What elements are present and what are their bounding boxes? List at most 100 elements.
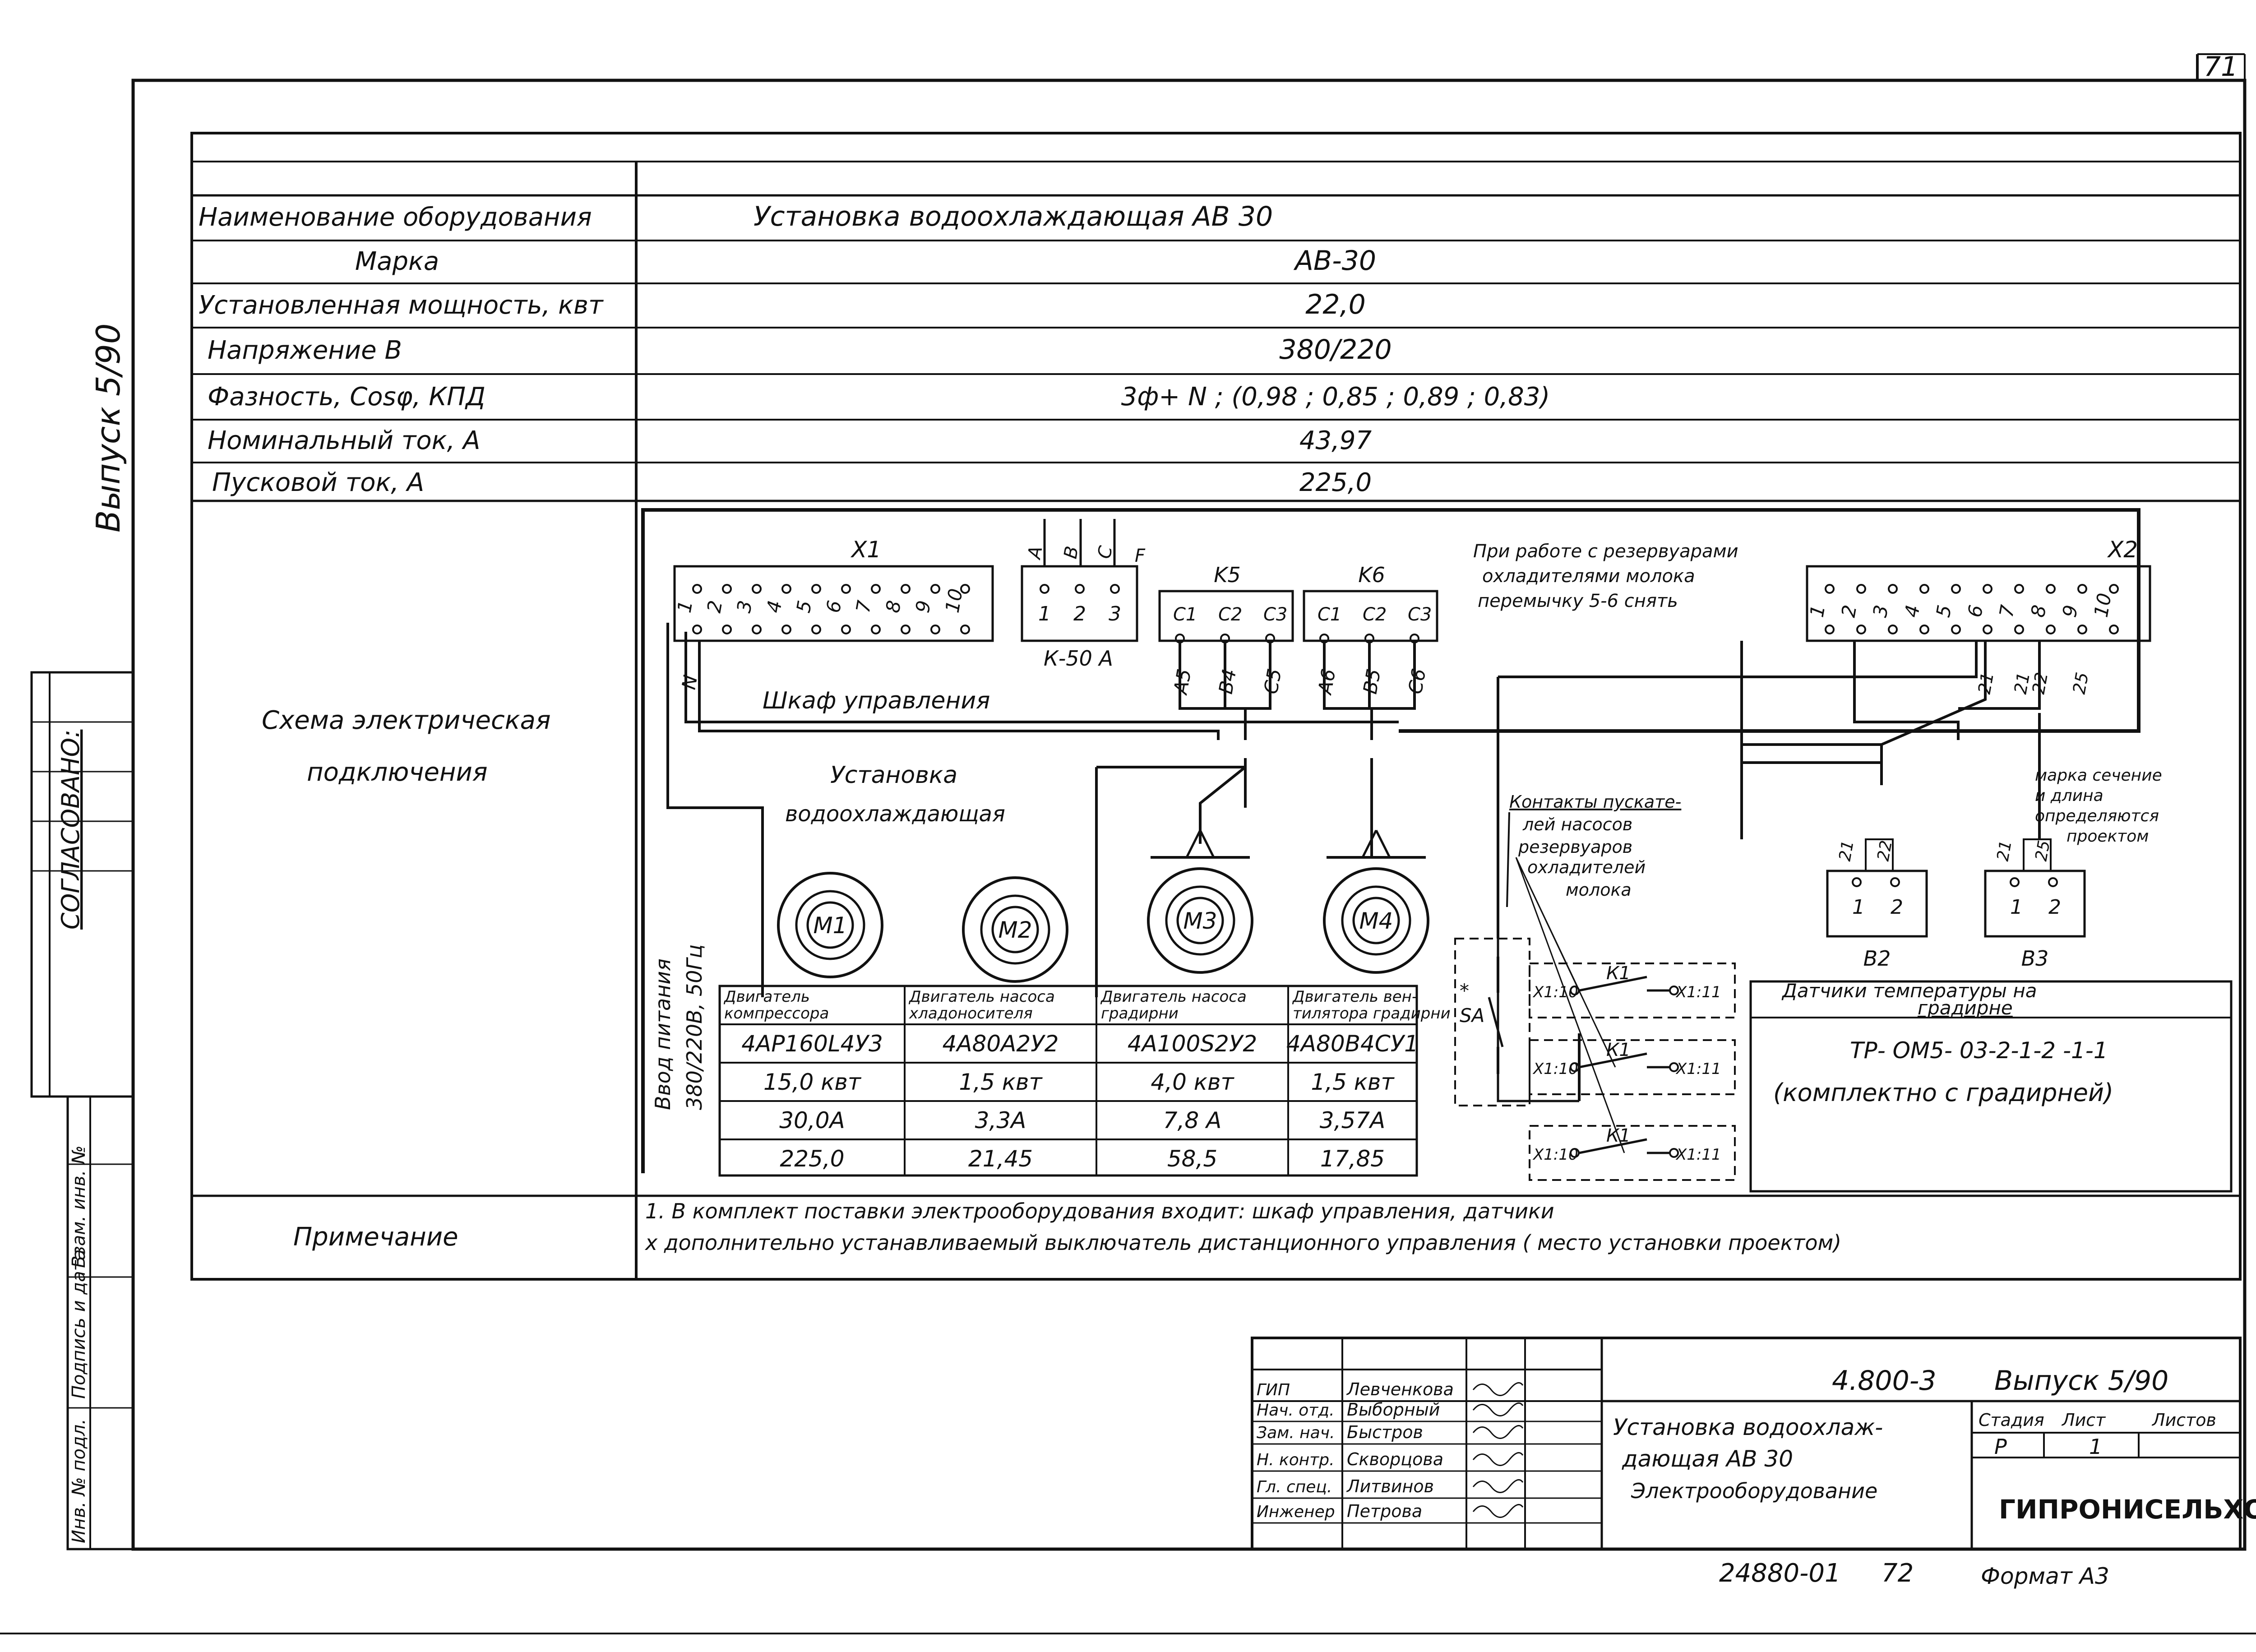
doc-title-2: дающая АВ 30 — [1622, 1446, 1793, 1472]
signature-4 — [1472, 1452, 1524, 1466]
terminal-x2 — [1806, 565, 2151, 642]
motor-header-2-line2: хладоносителя — [909, 1004, 1033, 1023]
x2-pin-5: 5 — [1932, 603, 1956, 619]
x1-pin-3: 3 — [733, 599, 757, 615]
motor-М3-outer — [1147, 867, 1253, 974]
staff-name-3: Быстров — [1347, 1422, 1423, 1442]
sheet-value: 1 — [2089, 1435, 2102, 1459]
motor-cell-1-1: 4АР160L4У3 — [741, 1031, 883, 1057]
k6-wire-В5: В5 — [1359, 667, 1385, 696]
k50-phase-С: С — [1094, 544, 1117, 560]
motor-cell-3-4: 3,57А — [1320, 1107, 1386, 1134]
power-input-1: Ввод питания — [651, 958, 675, 1110]
k5-pin-2: С2 — [1218, 604, 1242, 625]
row-label-4: Фазность, Cosφ, КПД — [208, 382, 485, 412]
staff-name-2: Выборный — [1347, 1400, 1440, 1420]
brand-note-4: проектом — [2066, 827, 2149, 846]
k50-phase-F: F — [1135, 546, 1146, 566]
x1-pin-6: 6 — [822, 599, 846, 615]
motor-header-1-line1: Двигатель — [723, 988, 810, 1006]
doc-title-1: Установка водоохлаж- — [1613, 1414, 1883, 1440]
k6-wire-С6: С6 — [1404, 667, 1430, 696]
unit-label-2: водоохлаждающая — [785, 801, 1005, 827]
page-number: 71 — [2204, 51, 2238, 83]
x1-pin-5: 5 — [792, 599, 816, 615]
staff-role-1: ГИП — [1257, 1381, 1290, 1399]
schema-label-2: подключения — [307, 758, 488, 787]
staff-name-6: Петрова — [1347, 1501, 1422, 1521]
signature-2 — [1472, 1402, 1524, 1416]
motor-header-2-line1: Двигатель насоса — [908, 988, 1055, 1006]
motor-header-4-line2: тилятора градирни — [1293, 1004, 1451, 1023]
staff-role-4: Н. контр. — [1257, 1451, 1335, 1469]
x1-pin-9: 9 — [911, 599, 935, 615]
terminal-x1 — [673, 565, 994, 642]
staff-role-2: Нач. отд. — [1257, 1401, 1335, 1420]
k50-pin-2: 2 — [1073, 602, 1086, 625]
x2-pin-2: 2 — [1837, 603, 1861, 619]
motor-cell-2-3: 4,0 квт — [1151, 1069, 1234, 1095]
bottom-code: 24880-01 — [1719, 1559, 1841, 1588]
organization: ГИПРОНИСЕЛЬХОЗ — [1999, 1494, 2256, 1525]
x1-pin-10: 10 — [941, 587, 967, 615]
k50-pin-3: 3 — [1109, 602, 1121, 625]
temp-sensor-title-1: Датчики температуры на — [1781, 980, 2037, 1002]
side-field-replace: Взам. инв. № — [69, 1145, 89, 1268]
schema-label-1: Схема электрическая — [262, 706, 551, 735]
k5-wire-С5: С5 — [1260, 667, 1286, 696]
temp-sensor-model: ТР- ОМ5- 03-2-1-2 -1-1 — [1850, 1037, 2108, 1064]
k6-pin-2: С2 — [1363, 604, 1387, 625]
x2-wire-1: 21 — [1974, 671, 1998, 695]
motor-М4-label: М4 — [1359, 908, 1393, 934]
x2-label: X2 — [2107, 537, 2138, 563]
x2-pin-1: 1 — [1806, 603, 1830, 619]
motor-cell-1-4: 4А80В4СУ1 — [1286, 1031, 1419, 1057]
motor-cell-3-3: 7,8 А — [1163, 1107, 1222, 1134]
signature-1 — [1472, 1382, 1524, 1396]
k5-pin-1: С1 — [1173, 604, 1197, 625]
row-value-2: 22,0 — [1305, 289, 1366, 320]
motor-header-4-line1: Двигатель вен- — [1292, 988, 1417, 1006]
motor-cell-2-2: 1,5 квт — [959, 1069, 1043, 1095]
row-value-1: АВ-30 — [1293, 245, 1376, 277]
side-stamp: Выпуск 5/90 СОГЛАСОВАНО: Инв. № подл. По… — [30, 323, 134, 1550]
note-label: Примечание — [293, 1222, 458, 1252]
reservoir-note-2: охладителями молока — [1482, 566, 1695, 587]
motor-cell-2-1: 15,0 квт — [763, 1069, 862, 1095]
sensor-В3-pin-2: 2 — [2048, 896, 2061, 919]
row-value-4: 3ф+ N ; (0,98 ; 0,85 ; 0,89 ; 0,83) — [1121, 382, 1550, 412]
row-label-1: Марка — [355, 247, 439, 276]
unit-label-1: Установка — [830, 762, 957, 789]
motor-cell-2-4: 1,5 квт — [1311, 1069, 1395, 1095]
sensor-В2-pin-2: 2 — [1891, 896, 1903, 919]
switch-sa-box — [1454, 938, 1530, 1106]
x1-pin-7: 7 — [852, 599, 876, 615]
k50-phase-В: В — [1060, 545, 1083, 560]
sensor-В2-pin-1: 1 — [1852, 896, 1865, 919]
side-field-sign: Подпись и дата — [69, 1249, 89, 1399]
staff-role-3: Зам. нач. — [1257, 1424, 1335, 1442]
doc-number: 4.800-3 — [1832, 1365, 1937, 1397]
stage-label: Стадия — [1979, 1410, 2044, 1430]
x2-wire-2: 21 — [2011, 671, 2034, 695]
sensor-В3-wire-1: 21 — [1993, 839, 2015, 862]
sensor-В2-wire-1: 21 — [1835, 839, 1857, 862]
x2-pin-7: 7 — [1995, 603, 2019, 619]
x2-wire-3: 22 — [2029, 671, 2052, 695]
x2-pin-3: 3 — [1869, 603, 1893, 619]
spec-table: Наименование оборудования Установка водо… — [190, 132, 2242, 1281]
motor-cell-3-1: 30,0А — [779, 1107, 845, 1134]
k6-pin-3: С3 — [1408, 604, 1432, 625]
row-value-6: 225,0 — [1299, 468, 1372, 497]
k50-phase-А: А — [1024, 545, 1047, 562]
sensor-В3-pin-1: 1 — [2010, 896, 2023, 919]
motor-cell-4-2: 21,45 — [968, 1146, 1033, 1172]
x1-pin-1: 1 — [673, 599, 697, 615]
doc-title-3: Электрооборудование — [1631, 1479, 1877, 1503]
sa-label: SA — [1460, 1004, 1484, 1027]
motor-cell-4-1: 225,0 — [780, 1146, 844, 1172]
row-label-2: Установленная мощность, квт — [199, 291, 604, 320]
x2-pin-8: 8 — [2027, 603, 2051, 619]
